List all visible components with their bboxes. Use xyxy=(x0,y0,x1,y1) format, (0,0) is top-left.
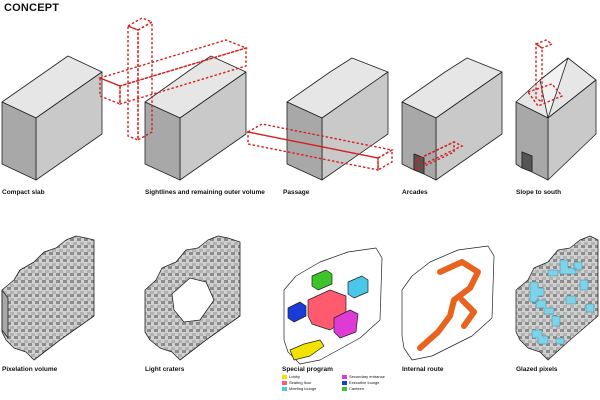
sightlines-block xyxy=(144,55,247,181)
route-path xyxy=(417,259,481,351)
caption-passage: Passage xyxy=(283,189,310,196)
page-title: CONCEPT xyxy=(4,2,60,14)
caption-light-craters: Light craters xyxy=(145,366,185,373)
caption-glazed-pixels: Glazed pixels xyxy=(516,366,558,373)
glazed-pixel-pattern xyxy=(529,259,595,345)
special-program-block xyxy=(283,247,383,365)
caption-compact-slab: Compact slab xyxy=(2,189,45,196)
legend-swatch xyxy=(342,380,347,385)
legend-swatch xyxy=(342,374,347,379)
legend-item-seating-floor: Seating floor xyxy=(282,380,311,385)
passage-block xyxy=(286,57,389,181)
slope-volume xyxy=(526,39,564,107)
internal-route-block xyxy=(401,245,495,361)
legend-item-secondary-entrance: Secondary entrance xyxy=(342,374,385,379)
pixelation-block xyxy=(1,235,95,361)
passage-volume xyxy=(246,123,394,172)
caption-special-program: Special program xyxy=(282,366,333,373)
sightline-volumes xyxy=(97,17,249,142)
slope-block xyxy=(515,57,597,181)
legend-item-executive-lounge: Executive lounge xyxy=(342,380,379,385)
arcade-volume xyxy=(414,140,464,172)
caption-slope-to-south: Slope to south xyxy=(516,189,562,196)
arcades-block xyxy=(401,57,503,181)
legend-swatch xyxy=(342,386,347,391)
legend-swatch xyxy=(282,380,287,385)
legend-item-canteen: Canteen xyxy=(342,386,364,391)
compact-slab-block xyxy=(1,55,103,181)
caption-pixelation-volume: Pixelation volume xyxy=(2,366,58,373)
light-craters-block xyxy=(144,235,241,361)
caption-arcades: Arcades xyxy=(402,189,428,196)
legend-swatch xyxy=(282,386,287,391)
legend-item-meeting-lounge: Meeting lounge xyxy=(282,386,316,391)
legend-swatch xyxy=(282,374,287,379)
caption-internal-route: Internal route xyxy=(402,366,444,373)
legend-item-lobby: Lobby xyxy=(282,374,300,379)
caption-sightlines: Sightlines and remaining outer volume xyxy=(145,189,265,196)
